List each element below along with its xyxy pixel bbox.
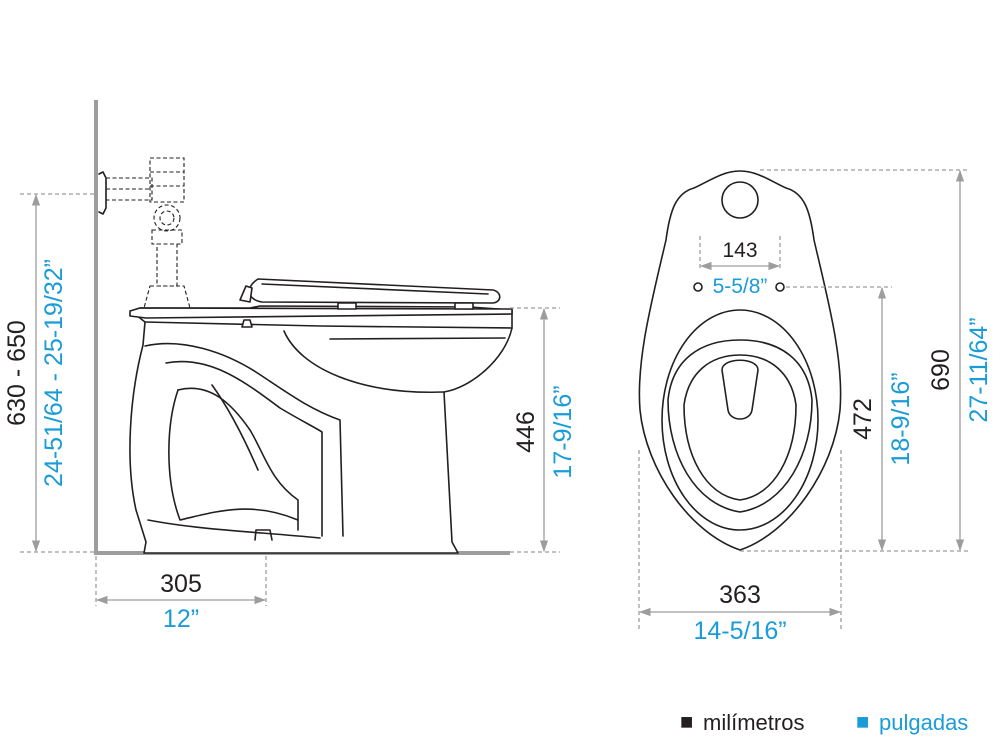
side-view: 305 12” 446 17-9/16” 630 - 650 24-51/64 … (3, 100, 577, 633)
flush-valve (98, 157, 191, 309)
bolt-spacing-mm: 143 (722, 239, 757, 262)
total-length-in: 27-11/64” (965, 317, 993, 422)
bolt-hole-right (775, 282, 785, 292)
total-length-mm: 690 (927, 349, 955, 391)
legend-in-label: pulgadas (879, 710, 968, 735)
bowl-length-mm: 472 (849, 398, 877, 440)
top-view: 143 5-5/8” 472 18-9/16” 690 27-11/64” 36… (638, 169, 993, 645)
bolt-spacing-in: 5-5/8” (713, 275, 768, 298)
bowl-length-in: 18-9/16” (887, 372, 915, 465)
bowl-outlet (721, 359, 759, 420)
wall (94, 100, 98, 555)
bolt-hole-left (693, 282, 703, 292)
flush-valve-opening (721, 181, 759, 219)
rim-height-in: 17-9/16” (549, 385, 577, 478)
supply-height-mm: 630 - 650 (3, 320, 31, 426)
toilet-bowl-side (129, 305, 513, 554)
rim-height-mm: 446 (512, 411, 540, 453)
width-in: 14-5/16” (693, 617, 786, 645)
legend: ■ milímetros ■ pulgadas (680, 709, 968, 735)
toilet-seat-side (129, 278, 513, 328)
legend-in-marker: ■ (856, 709, 869, 734)
legend-mm-marker: ■ (680, 709, 693, 734)
rough-in-in: 12” (163, 605, 199, 633)
supply-height-in: 24-51/64 - 25-19/32” (40, 259, 68, 487)
width-mm: 363 (719, 581, 761, 609)
rough-in-mm: 305 (160, 570, 202, 598)
legend-mm-label: milímetros (703, 710, 804, 735)
